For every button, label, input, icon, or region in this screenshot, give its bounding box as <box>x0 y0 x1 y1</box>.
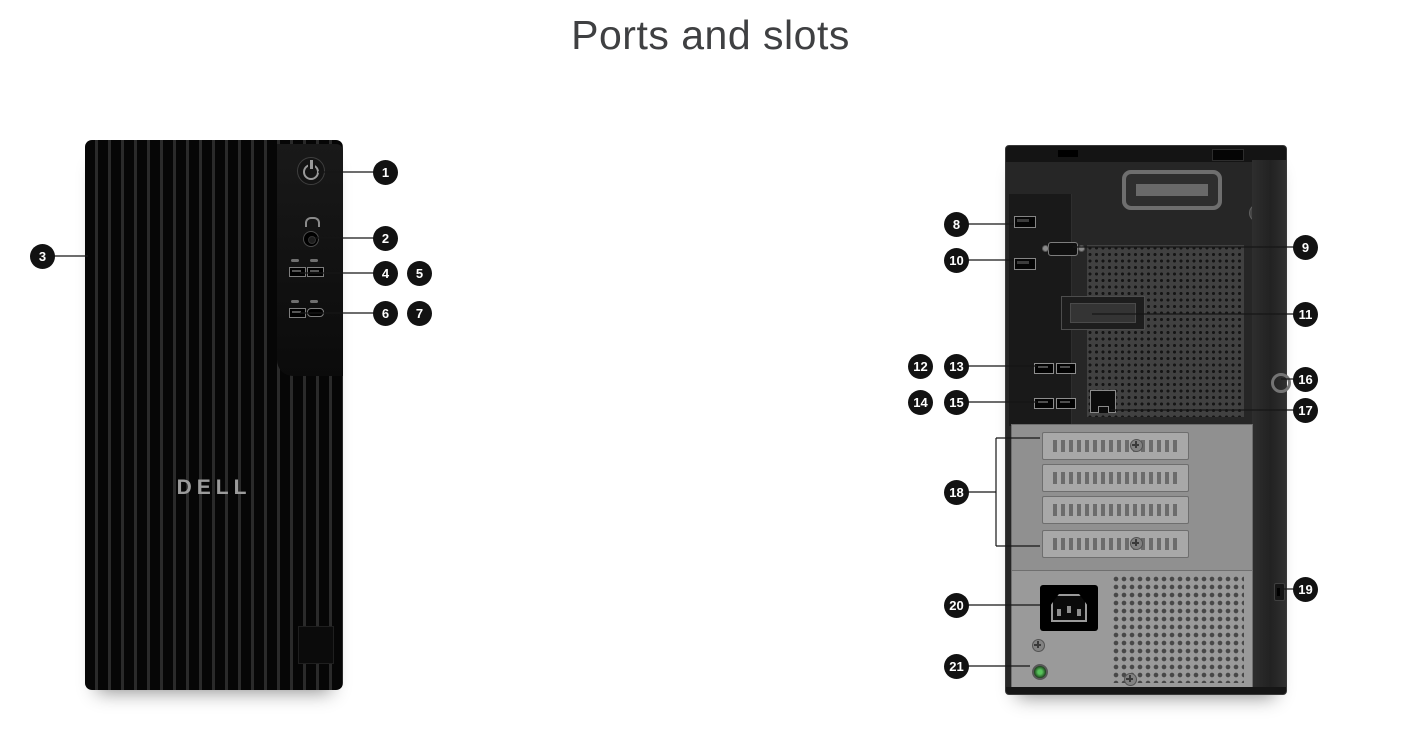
callout-18: 18 <box>944 480 969 505</box>
dell-logo: DELL <box>176 476 252 499</box>
usb-icon <box>291 259 299 262</box>
displayport-port <box>1014 216 1036 228</box>
screw-icon <box>1130 537 1143 550</box>
usb-a-port <box>1056 363 1076 374</box>
callout-14: 14 <box>908 390 933 415</box>
serial-port <box>1048 242 1078 256</box>
usb-c-icon <box>310 300 318 303</box>
front-accent-square <box>298 626 334 664</box>
callout-8: 8 <box>944 212 969 237</box>
security-cable-slot <box>1274 583 1285 601</box>
power-button-icon <box>297 157 325 185</box>
callout-19: 19 <box>1293 577 1318 602</box>
page-title: Ports and slots <box>571 12 850 58</box>
callout-21: 21 <box>944 654 969 679</box>
power-supply-area <box>1011 570 1253 690</box>
rear-tower-illustration <box>1005 145 1291 695</box>
rear-handle <box>1122 170 1222 210</box>
usb-a-port <box>1034 398 1054 409</box>
callout-20: 20 <box>944 593 969 618</box>
callout-7: 7 <box>407 301 432 326</box>
padlock-ring <box>1271 373 1291 393</box>
callout-10: 10 <box>944 248 969 273</box>
psu-vent-grid <box>1112 575 1244 683</box>
rear-top-vent <box>1058 150 1078 157</box>
displayport-port <box>1014 258 1036 270</box>
expansion-slot-area <box>1011 424 1253 572</box>
front-tower-illustration: DELL <box>85 140 343 690</box>
usb-a-port <box>289 308 306 318</box>
usb-icon <box>310 259 318 262</box>
screw-icon <box>1042 245 1049 252</box>
callout-16: 16 <box>1293 367 1318 392</box>
screw-icon <box>1124 673 1137 686</box>
rear-top-edge <box>1006 146 1286 162</box>
usb-a-port <box>1056 398 1076 409</box>
ethernet-port <box>1090 390 1116 413</box>
rear-vent-grid <box>1086 244 1245 418</box>
optional-port-filler <box>1061 296 1145 330</box>
callout-15: 15 <box>944 390 969 415</box>
usb-a-port <box>1034 363 1054 374</box>
callout-9: 9 <box>1293 235 1318 260</box>
callout-6: 6 <box>373 301 398 326</box>
screw-icon <box>1078 245 1085 252</box>
expansion-slot-cover <box>1042 530 1189 558</box>
expansion-slot-cover <box>1042 432 1189 460</box>
usb-ss-icon <box>291 300 299 303</box>
usb-a-port <box>307 267 324 277</box>
callout-4: 4 <box>373 261 398 286</box>
headset-icon <box>305 217 320 227</box>
screw-icon <box>1130 439 1143 452</box>
callout-12: 12 <box>908 354 933 379</box>
callout-5: 5 <box>407 261 432 286</box>
callout-13: 13 <box>944 354 969 379</box>
power-bar-icon <box>308 160 315 169</box>
rear-base-edge <box>1006 687 1286 694</box>
callout-11: 11 <box>1293 302 1318 327</box>
expansion-slot-cover <box>1042 464 1189 492</box>
callout-1: 1 <box>373 160 398 185</box>
callout-2: 2 <box>373 226 398 251</box>
callout-3: 3 <box>30 244 55 269</box>
screw-icon <box>1032 639 1045 652</box>
expansion-slot-cover <box>1042 496 1189 524</box>
headset-jack <box>303 231 319 247</box>
callout-17: 17 <box>1293 398 1318 423</box>
usb-c-port <box>307 308 324 317</box>
psu-diagnostic-light <box>1032 664 1048 680</box>
power-connector-port <box>1040 585 1098 631</box>
rear-right-trim <box>1252 160 1286 688</box>
release-latch <box>1212 149 1244 161</box>
usb-a-port <box>289 267 306 277</box>
